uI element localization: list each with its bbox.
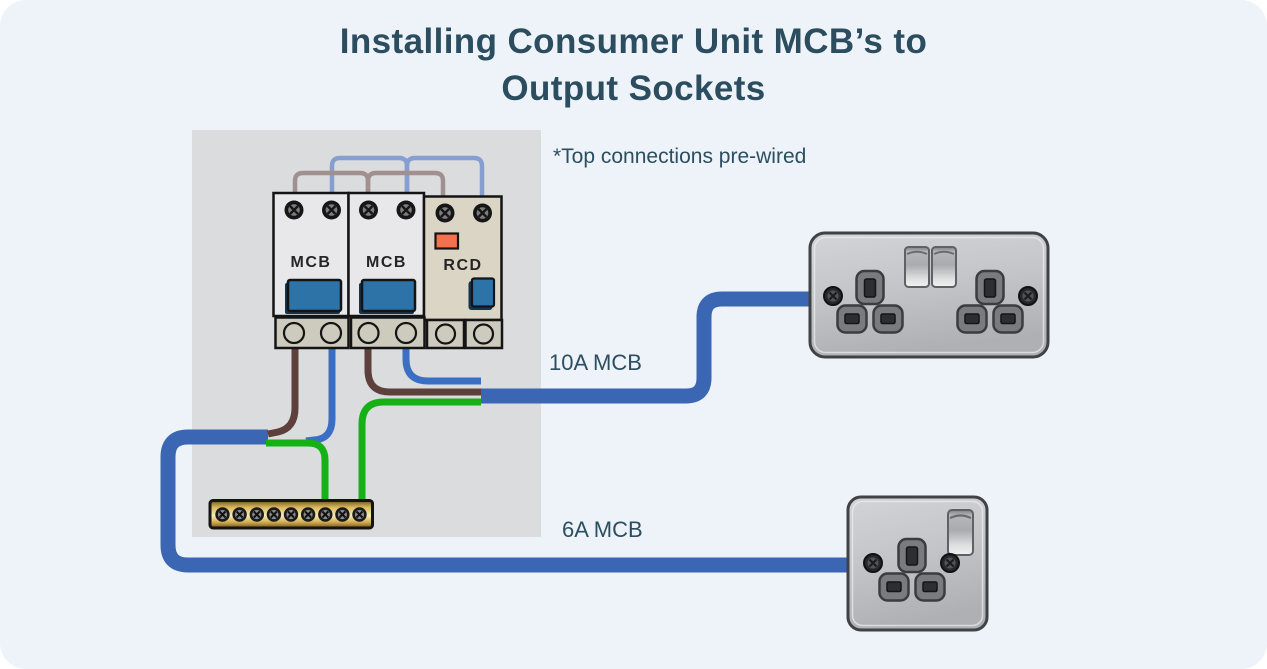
- rcd-switch: [470, 277, 496, 308]
- screw-icon: [282, 506, 300, 523]
- screw-icon: [283, 199, 305, 221]
- rcd-label: RCD: [443, 257, 483, 274]
- screw-icon: [320, 199, 343, 221]
- screw-icon: [334, 506, 351, 523]
- mcb1-label: MCB: [290, 254, 332, 271]
- rcd-indicator: [434, 232, 460, 250]
- label-10a-mcb: 10A MCB: [549, 350, 642, 375]
- cable-6a-circuit: [160, 429, 852, 573]
- prewired-note: *Top connections pre-wired: [553, 145, 807, 168]
- screw-icon: [317, 506, 334, 523]
- cable-10a-circuit: [481, 291, 816, 404]
- screw-icon: [863, 553, 883, 573]
- screw-icon: [231, 506, 248, 523]
- single-socket: [846, 495, 989, 632]
- circuit-wires: [266, 347, 481, 505]
- mcb-module-1: [272, 191, 350, 318]
- screw-icon: [351, 506, 368, 523]
- prewired-top-links: [292, 155, 485, 203]
- screw-icon: [471, 202, 494, 224]
- terminal-blocks: [274, 316, 504, 350]
- wire-brown-mcb2: [364, 347, 481, 396]
- wire-earth-10a: [358, 398, 481, 505]
- wire-earth-6a: [266, 439, 329, 505]
- socket-switch: [947, 509, 974, 556]
- mcb2-label: MCB: [366, 254, 407, 271]
- title-line-2: Output Sockets: [501, 69, 766, 108]
- label-6a-mcb: 6A MCB: [562, 517, 643, 542]
- screw-icon: [823, 286, 843, 306]
- mcb2-switch: [360, 278, 417, 313]
- screw-icon: [265, 506, 283, 523]
- screw-icon: [299, 506, 317, 523]
- screw-icon: [214, 506, 231, 523]
- wire-blue-mcb1: [305, 347, 336, 445]
- title-line-1: Installing Consumer Unit MCB’s to: [339, 22, 928, 61]
- screw-icon: [1018, 286, 1038, 306]
- screw-icon: [357, 199, 380, 221]
- earth-bar: [208, 499, 374, 530]
- wire-blue-mcb2: [402, 347, 481, 385]
- socket-switches: [904, 246, 957, 288]
- screw-icon: [395, 199, 417, 221]
- wire-brown-mcb1: [267, 347, 299, 438]
- rcd-module: [422, 195, 503, 322]
- screw-icon: [248, 506, 265, 523]
- page-title: Installing Consumer Unit MCB’s to Output…: [0, 18, 1267, 112]
- screw-icon: [434, 202, 456, 224]
- mcb1-switch: [286, 278, 343, 313]
- screw-icon: [940, 553, 960, 573]
- double-socket: [808, 231, 1050, 359]
- mcb-module-2: [347, 191, 426, 318]
